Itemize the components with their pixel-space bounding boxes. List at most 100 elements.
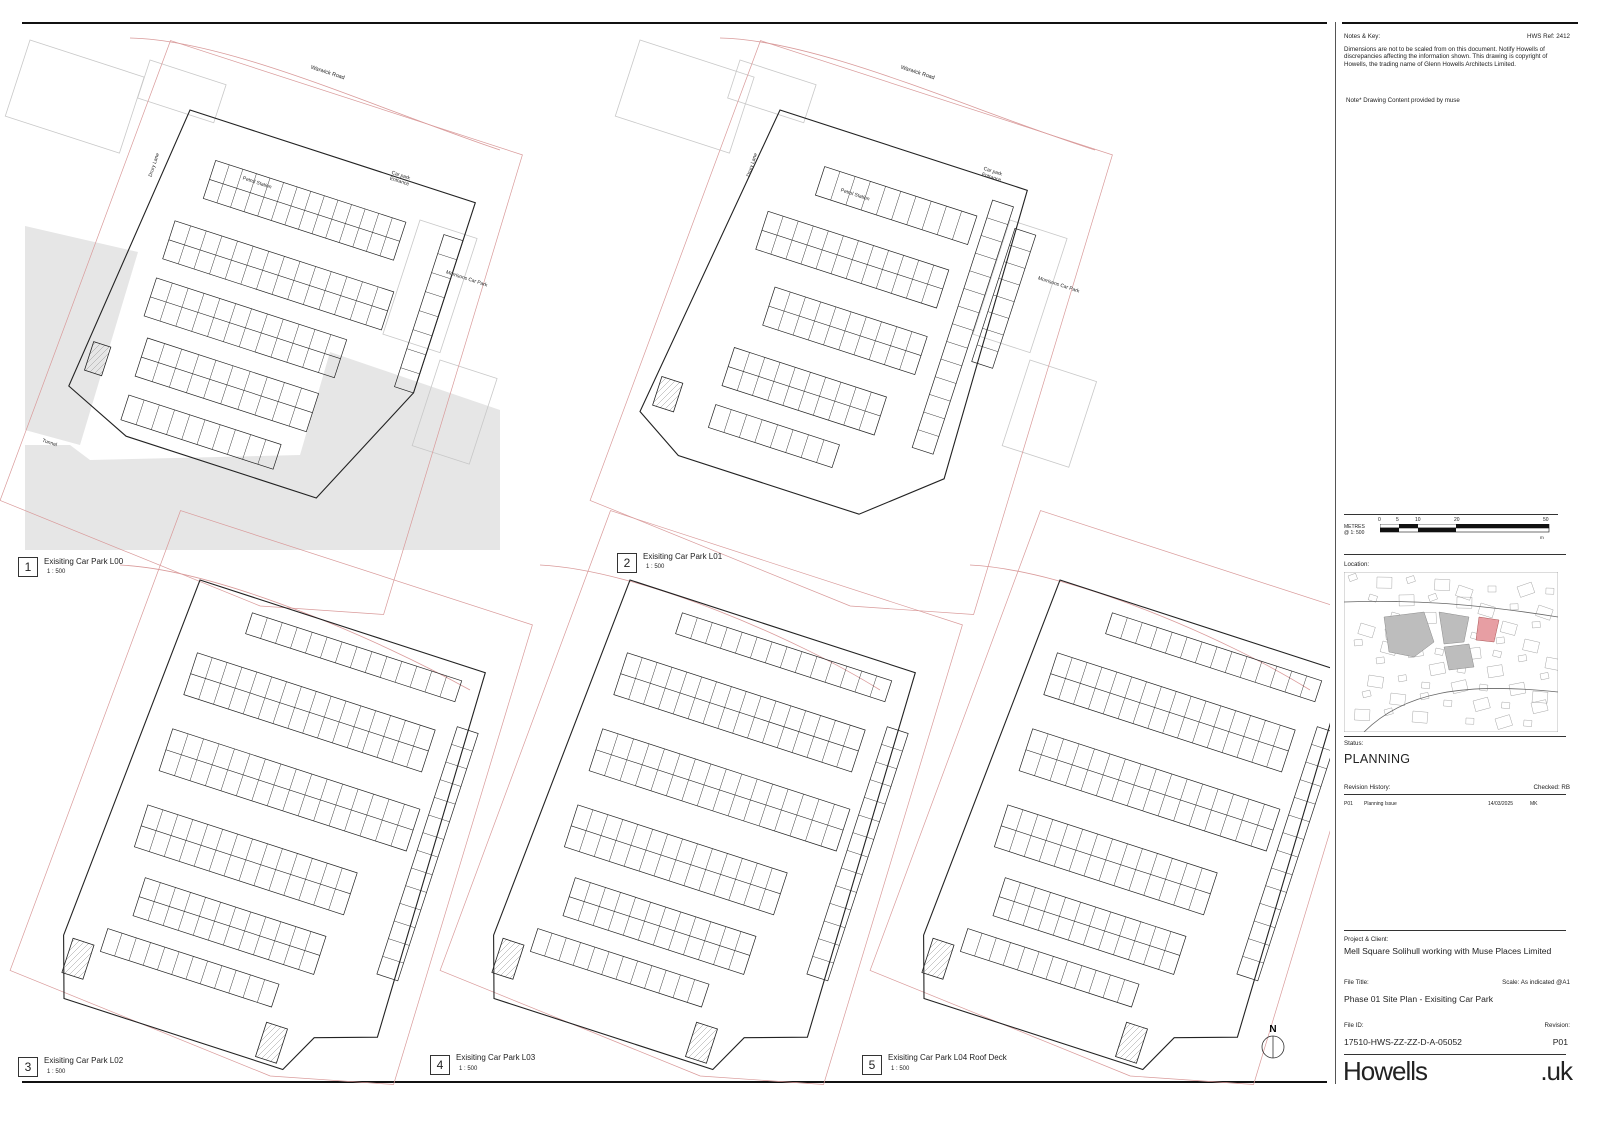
map-building <box>1499 620 1518 636</box>
map-building <box>1398 594 1415 607</box>
top-border <box>22 22 1327 24</box>
scale-bar: METRES @ 1: 500 0 5 10 20 50 m <box>1344 514 1558 544</box>
file-id-heading: File ID: <box>1344 1022 1364 1029</box>
map-building <box>1347 573 1358 582</box>
map-building <box>1434 578 1451 591</box>
stair-core <box>491 937 525 980</box>
map-building <box>1522 638 1540 654</box>
map-building <box>1535 604 1554 621</box>
revision-value: P01 <box>1552 1037 1568 1047</box>
map-building <box>1455 584 1474 601</box>
map-building <box>1531 690 1549 704</box>
map-building <box>1353 638 1363 647</box>
map-building <box>1501 701 1511 709</box>
view-title-5: Exisiting Car Park L04 Roof Deck <box>888 1053 1007 1062</box>
background-building <box>382 219 478 354</box>
map-building <box>1545 587 1555 595</box>
car-park-plan-1 <box>0 40 523 615</box>
site-boundary <box>439 510 963 1085</box>
scale-tick-5: 5 <box>1396 517 1399 523</box>
location-heading: Location: <box>1344 561 1370 568</box>
map-building <box>1530 699 1549 714</box>
view-title-3: Exisiting Car Park L02 <box>44 1056 124 1065</box>
view-number-2: 2 <box>617 553 637 573</box>
view-scale-4: 1 : 500 <box>459 1066 478 1072</box>
map-road <box>1344 600 1558 618</box>
structure-outline <box>63 579 486 1071</box>
map-building <box>1428 661 1447 677</box>
stair-core <box>254 1021 289 1064</box>
map-building <box>1421 681 1431 689</box>
road-edge <box>129 37 501 151</box>
map-building <box>1367 674 1385 689</box>
map-building <box>1487 585 1497 593</box>
map-building <box>1376 576 1393 589</box>
site-boundary <box>0 40 523 615</box>
map-building <box>1434 647 1445 656</box>
scale-tick-0: 0 <box>1378 517 1381 523</box>
map-building <box>1389 692 1407 706</box>
scale-tick-10: 10 <box>1415 517 1421 523</box>
titleblock-divider <box>1335 22 1336 1084</box>
background-building <box>137 59 227 124</box>
shaded-area <box>25 226 138 445</box>
map-building <box>1495 636 1505 645</box>
background-building <box>972 219 1068 354</box>
map-building <box>1492 649 1502 658</box>
site-plan-drawing: N <box>0 37 1330 1085</box>
howells-logo-suffix: .uk <box>1540 1056 1573 1086</box>
revision-code: P01 <box>1344 801 1353 807</box>
background-building <box>727 59 817 124</box>
map-building <box>1517 654 1528 663</box>
map-block <box>1443 643 1475 671</box>
map-building <box>1494 714 1513 730</box>
project-name: Mell Square Solihull working with Muse P… <box>1344 946 1552 956</box>
north-arrow: N <box>1261 1024 1285 1059</box>
map-building <box>1450 679 1469 694</box>
map-building <box>1419 692 1430 701</box>
map-building <box>1477 602 1496 619</box>
map-building <box>1509 603 1519 611</box>
structure-outline <box>923 579 1330 1071</box>
revision-desc: Planning Issue <box>1364 801 1397 807</box>
road-edge <box>539 564 881 691</box>
site-boundary <box>9 510 533 1085</box>
checked-by: Checked: RB <box>1533 784 1570 791</box>
scale-label: METRES <box>1344 524 1365 530</box>
revision-by: MK <box>1530 801 1538 807</box>
shaded-area <box>25 352 500 550</box>
car-park-plan-4 <box>439 510 963 1085</box>
view-scale-1: 1 : 500 <box>47 569 66 575</box>
view-number-1: 1 <box>18 557 38 577</box>
map-building <box>1478 683 1489 692</box>
map-building <box>1539 672 1550 681</box>
status-value: PLANNING <box>1344 752 1411 766</box>
north-arrow-label: N <box>1269 1024 1276 1035</box>
view-scale-5: 1 : 500 <box>891 1066 910 1072</box>
title-block: Notes & Key: HWS Ref: 2412 Dimensions ar… <box>1343 24 1574 1112</box>
background-building <box>411 359 498 465</box>
revision-heading: Revision History: <box>1344 784 1391 791</box>
file-title-heading: File Title: <box>1344 979 1369 986</box>
view-title-1: Exisiting Car Park L00 <box>44 557 124 566</box>
map-building <box>1456 596 1473 609</box>
scale-tick-50: 50 <box>1543 517 1549 523</box>
structure-outline <box>493 579 916 1071</box>
titleblock-top-rule <box>1342 22 1578 24</box>
road-edge <box>969 564 1311 691</box>
view-title-2: Exisiting Car Park L01 <box>643 552 723 561</box>
map-building <box>1405 575 1416 584</box>
map-building <box>1516 581 1535 598</box>
map-block <box>1438 611 1470 645</box>
hws-ref: HWS Ref: 2412 <box>1527 33 1570 40</box>
background-building <box>614 39 755 154</box>
view-number-4: 4 <box>430 1055 450 1075</box>
map-building <box>1443 699 1453 707</box>
map-building <box>1354 708 1371 721</box>
file-id: 17510-HWS-ZZ-ZZ-D-A-05052 <box>1344 1037 1462 1047</box>
map-building <box>1367 593 1378 603</box>
stair-core <box>652 375 684 413</box>
howells-logo: Howells <box>1343 1056 1428 1086</box>
scale-label-2: @ 1: 500 <box>1344 530 1365 536</box>
file-title: Phase 01 Site Plan - Exisiting Car Park <box>1344 994 1494 1004</box>
